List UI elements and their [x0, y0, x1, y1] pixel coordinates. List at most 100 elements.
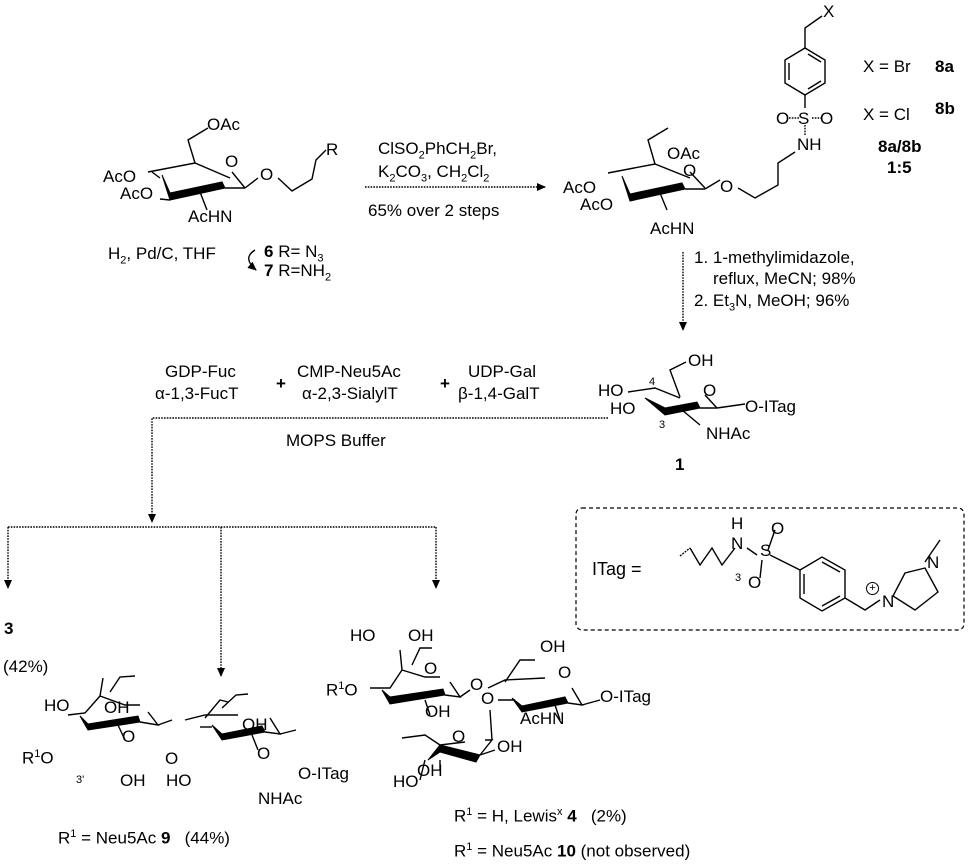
oh-label: OH — [408, 626, 434, 645]
variant-8a-label: 8a — [935, 57, 954, 76]
r-group-label: R — [326, 140, 339, 159]
enzyme-1-donor: GDP-Fuc — [165, 362, 236, 381]
glycosidic-oxygen-label: O — [720, 177, 734, 196]
enzyme-1-name: α-1,3-FucT — [155, 384, 239, 403]
enzyme-3-donor: UDP-Gal — [468, 362, 537, 381]
start-sugar-ring — [147, 127, 327, 211]
oh3-label: OH — [540, 637, 566, 656]
linking-oxygen-1: O — [470, 675, 484, 694]
x-group-label: X — [823, 2, 835, 21]
ho-label: HO — [350, 626, 376, 645]
ring-oxygen-label: O — [683, 161, 697, 180]
itag-h-label: H — [731, 514, 744, 533]
r1o-label: R1O — [22, 748, 54, 768]
step2-line3: 2. Et3N, MeOH; 96% — [694, 291, 850, 314]
ring-oxygen-1: O — [424, 659, 438, 678]
ring-oxygen-label: O — [703, 381, 717, 400]
itag-structure — [679, 529, 941, 612]
ring-oxygen-2: O — [257, 744, 271, 763]
sulfonyl-o-left: O — [776, 109, 790, 128]
compound-3-label: 3 — [4, 619, 14, 638]
ring-oxygen-1: O — [122, 727, 136, 746]
compound-9-label: 9 — [160, 828, 171, 848]
ring-oxygen-label: O — [225, 152, 239, 171]
fucose-oh2-label: OH — [417, 761, 443, 780]
oac-label: OAc — [667, 144, 701, 163]
oh2-label: OH — [425, 702, 451, 721]
position-4-label: 4 — [649, 376, 656, 388]
compound-4-10-structure — [370, 647, 601, 781]
enzyme-2-donor: CMP-Neu5Ac — [297, 362, 401, 381]
ring-oxygen-2: O — [558, 663, 572, 682]
ho-top-label: HO — [598, 381, 624, 400]
variant-8a-definition: X = Br — [863, 57, 911, 76]
o-itag-label: O-ITag — [298, 764, 350, 783]
aco-top-label: AcO — [103, 167, 137, 186]
enzyme-2-name: α-2,3-SialylT — [302, 384, 398, 403]
oh3-label: OH — [242, 715, 268, 734]
aco-bottom-label: AcO — [120, 184, 154, 203]
sulfur-label: S — [798, 109, 810, 128]
position-3-label: 3 — [659, 419, 666, 431]
variant-ratio-label: 8a/8b — [878, 137, 922, 156]
product-branch-lines — [4, 526, 440, 677]
compound-4-caption: R1 = H, Lewisx 4 (2%) — [454, 806, 627, 826]
oh-label: OH — [688, 351, 714, 370]
itag-s-label: S — [760, 541, 772, 560]
nhac-label: NHAc — [258, 789, 303, 808]
compound-10-caption: R1 = Neu5Ac 10 (not observed) — [454, 841, 691, 861]
compound-4-yield: (2%) — [590, 806, 627, 826]
compound-7-label: 7 — [264, 261, 274, 280]
achn-label: AcHN — [188, 207, 233, 226]
variant-8b-definition: X = Cl — [863, 105, 910, 124]
aco-top-label: AcO — [563, 178, 597, 197]
itag-subscript-3: 3 — [735, 572, 742, 584]
enzymatic-route-line — [148, 417, 608, 523]
nh-label: NH — [797, 135, 822, 154]
enzyme-3-name: β-1,4-GalT — [458, 384, 540, 403]
plus-sign-2: + — [440, 374, 450, 393]
compound-10-label: 10 — [556, 841, 576, 861]
itag-o1-label: O — [771, 519, 785, 538]
oh-label: OH — [104, 698, 130, 717]
plus-sign-1: + — [276, 374, 286, 393]
itag-n-label: N — [731, 534, 744, 553]
achn-label: AcHN — [650, 219, 695, 238]
compound-1-label: 1 — [675, 455, 685, 474]
variant-ratio: 1:5 — [887, 158, 912, 177]
step1-reagents-line1: ClSO2PhCH2Br, — [378, 139, 498, 162]
ho2-label: HO — [166, 771, 192, 790]
linking-oxygen-2: O — [481, 689, 495, 708]
step2-line1: 1. 1-methylimidazole, — [694, 248, 855, 267]
compound-6-label: 6 — [264, 242, 274, 261]
position-3-prime-label: 3' — [76, 774, 85, 786]
ho-bottom-label: HO — [610, 399, 636, 418]
ho-label: HO — [44, 696, 70, 715]
imidazole-n2-label: N — [882, 592, 895, 611]
oh2-label: OH — [120, 771, 146, 790]
compound-6-definition: 6 R= N3 — [264, 242, 324, 265]
itag-o2-label: O — [748, 573, 762, 592]
achn-label: AcHN — [520, 709, 565, 728]
reduction-conditions: H2, Pd/C, THF — [108, 244, 216, 267]
compound-3-yield: (42%) — [3, 657, 49, 676]
positive-charge-icon: + — [866, 582, 879, 595]
itag-label: ITag = — [592, 559, 642, 579]
r1o-label: R1O — [326, 680, 358, 700]
compound-9-caption: R1 = Neu5Ac 9 (44%) — [58, 828, 230, 848]
nhac-label: NHAc — [706, 424, 751, 443]
buffer-label: MOPS Buffer — [286, 431, 386, 450]
o-itag-label: O-ITag — [600, 687, 652, 706]
o-itag-label: O-ITag — [745, 397, 797, 416]
variant-8b-label: 8b — [935, 99, 955, 118]
compound-9-structure — [67, 675, 297, 751]
sulfonyl-o-right: O — [820, 109, 834, 128]
fucose-ho-label: HO — [393, 772, 419, 791]
ring-oxygen-3: O — [452, 727, 466, 746]
fucose-oh-label: OH — [497, 737, 523, 756]
step2-line2: reflux, MeCN; 98% — [713, 269, 856, 288]
aco-bottom-label: AcO — [580, 195, 614, 214]
glycosidic-oxygen-label: O — [260, 165, 274, 184]
linking-oxygen: O — [165, 749, 179, 768]
